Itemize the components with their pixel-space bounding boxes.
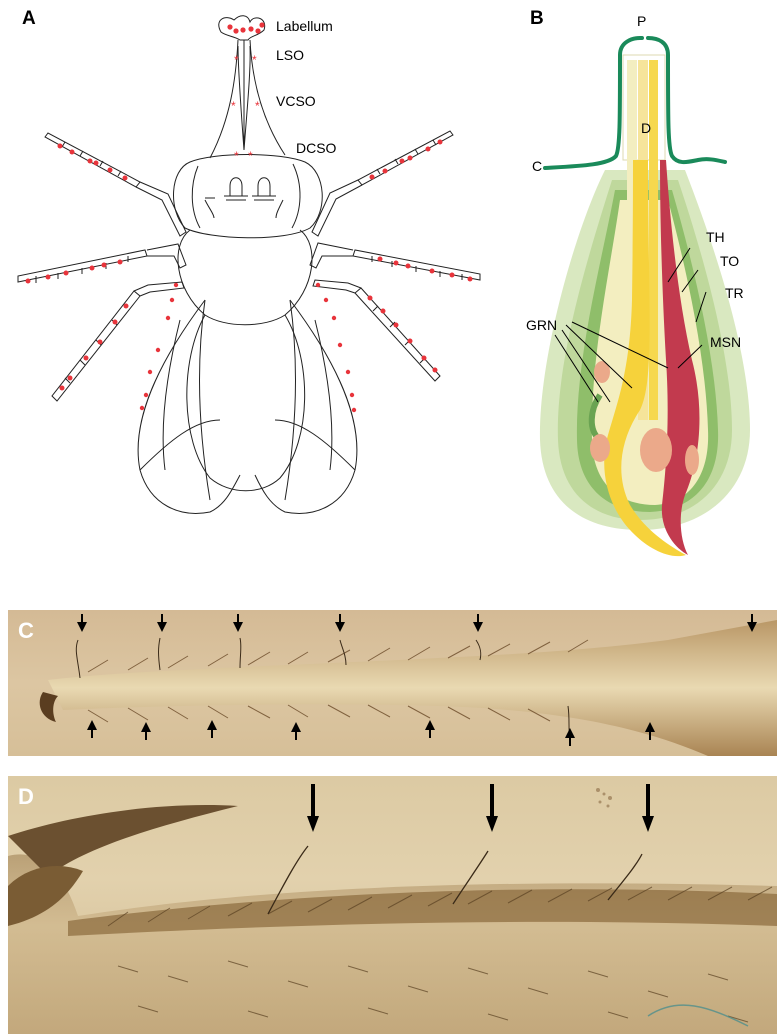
panel-c-micrograph: C — [8, 610, 777, 756]
label-c: C — [532, 158, 542, 174]
thorax-outline — [178, 230, 312, 325]
panel-c-letter: C — [18, 618, 34, 644]
label-to: TO — [720, 253, 739, 269]
label-vcso: VCSO — [276, 93, 316, 109]
label-dcso: DCSO — [296, 140, 337, 156]
fly-diagram: * * * * * * Labellum LSO VCSO DCSO — [0, 0, 500, 540]
label-tr: TR — [725, 285, 744, 301]
panel-a-letter: A — [22, 8, 36, 30]
label-msn: MSN — [710, 334, 741, 350]
svg-text:*: * — [234, 149, 239, 163]
svg-text:*: * — [255, 99, 260, 113]
svg-text:*: * — [248, 149, 253, 163]
arrows-d — [307, 784, 654, 832]
label-lso: LSO — [276, 47, 304, 63]
panel-d-letter: D — [18, 784, 34, 810]
left-wing — [138, 300, 240, 513]
label-d: D — [641, 120, 651, 136]
right-wing — [255, 300, 357, 513]
label-th: TH — [706, 229, 725, 245]
svg-text:*: * — [252, 53, 257, 67]
panel-b: B P — [520, 0, 777, 580]
label-grn: GRN — [526, 317, 557, 333]
leg-photo-d — [8, 776, 777, 1034]
sensillum-diagram: P D C TH TO TR GRN MSN — [520, 0, 777, 580]
label-labellum: Labellum — [276, 18, 333, 34]
panel-d-micrograph: D — [8, 776, 777, 1034]
svg-text:*: * — [231, 99, 236, 113]
label-p: P — [637, 13, 646, 29]
svg-text:*: * — [234, 53, 239, 67]
panel-b-letter: B — [530, 8, 544, 30]
panel-a: A — [0, 0, 500, 540]
front-left-leg — [45, 133, 186, 236]
leg-photo-c — [8, 610, 777, 756]
hind-left-leg — [52, 282, 184, 401]
